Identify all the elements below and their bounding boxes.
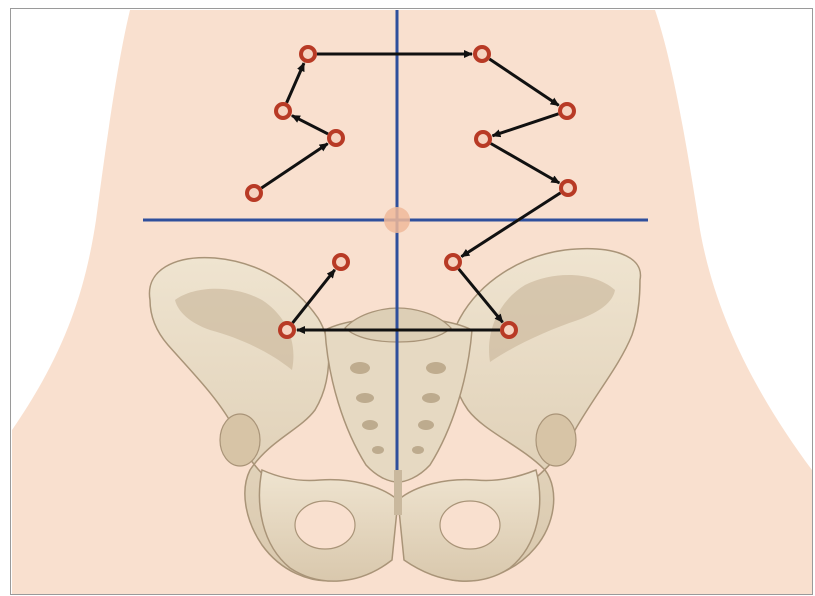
circle-marker-icon [475, 47, 489, 61]
left-obturator-foramen [295, 501, 355, 549]
circle-marker-icon [561, 181, 575, 195]
circle-marker-icon [334, 255, 348, 269]
right-obturator-foramen [440, 501, 500, 549]
circle-marker-icon [247, 186, 261, 200]
pubic-symphysis [394, 470, 402, 515]
circle-marker-icon [560, 104, 574, 118]
umbilicus-icon [384, 207, 410, 233]
left-acetabulum [220, 414, 260, 466]
circle-marker-icon [329, 131, 343, 145]
circle-marker-icon [446, 255, 460, 269]
right-acetabulum [536, 414, 576, 466]
circle-marker-icon [301, 47, 315, 61]
circle-marker-icon [280, 323, 294, 337]
circle-marker-icon [276, 104, 290, 118]
circle-marker-icon [476, 132, 490, 146]
circle-marker-icon [502, 323, 516, 337]
